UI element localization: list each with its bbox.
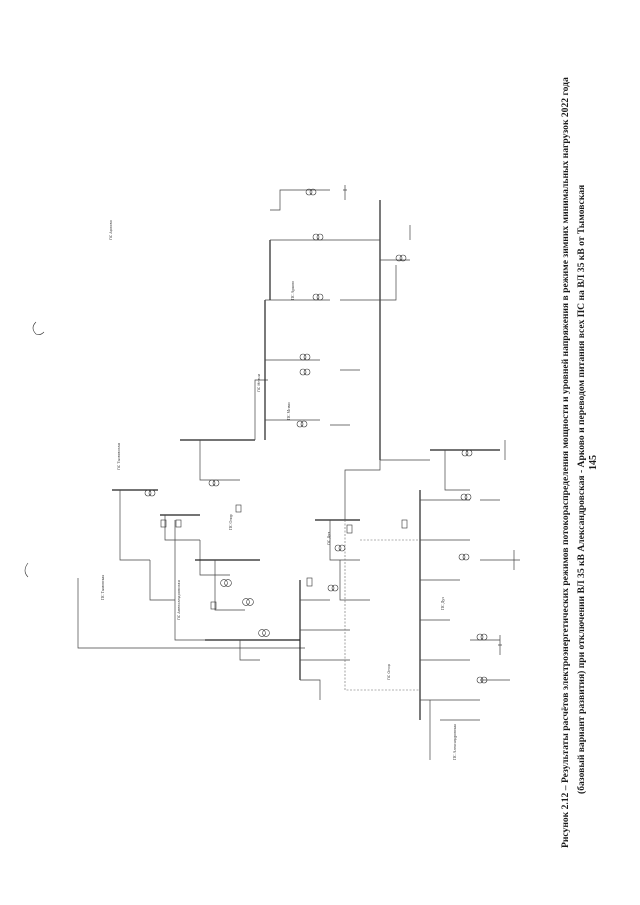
figure-caption-line-1: Рисунок 2.12 – Результаты расчётов элект…	[560, 77, 571, 848]
svg-text:ПС Дуэ: ПС Дуэ	[327, 532, 331, 545]
scan-artifact-top	[32, 321, 45, 335]
svg-text:ПС Александровская: ПС Александровская	[177, 580, 181, 620]
substation-label-onor: ПС Онор	[228, 514, 233, 530]
svg-text:ПС Онор: ПС Онор	[387, 663, 391, 680]
svg-text:ПС Арково: ПС Арково	[109, 220, 113, 240]
scan-artifact-left	[24, 562, 29, 578]
network-right-section	[299, 440, 520, 720]
substation-label-arkovo: ПС Арково	[290, 280, 295, 300]
network-left-section	[77, 479, 305, 661]
substation-label-aleksandrovskaya: ПС Александровская	[452, 724, 457, 760]
svg-text:ПС Мгачи: ПС Мгачи	[257, 373, 261, 392]
substation-label-mgachi: ПС Мгачи	[286, 402, 291, 420]
substation-label-due: ПС Дуэ	[440, 596, 445, 610]
figure-caption-line-2: (базовый вариант развития) при отключени…	[576, 184, 587, 794]
network-lower-link	[300, 460, 480, 760]
svg-text:ПС Тымовская: ПС Тымовская	[117, 443, 121, 470]
network-upper-section	[180, 185, 430, 481]
substation-label-tymovskaya: ПС Тымовская	[100, 574, 105, 600]
page-number: 145	[588, 455, 599, 470]
